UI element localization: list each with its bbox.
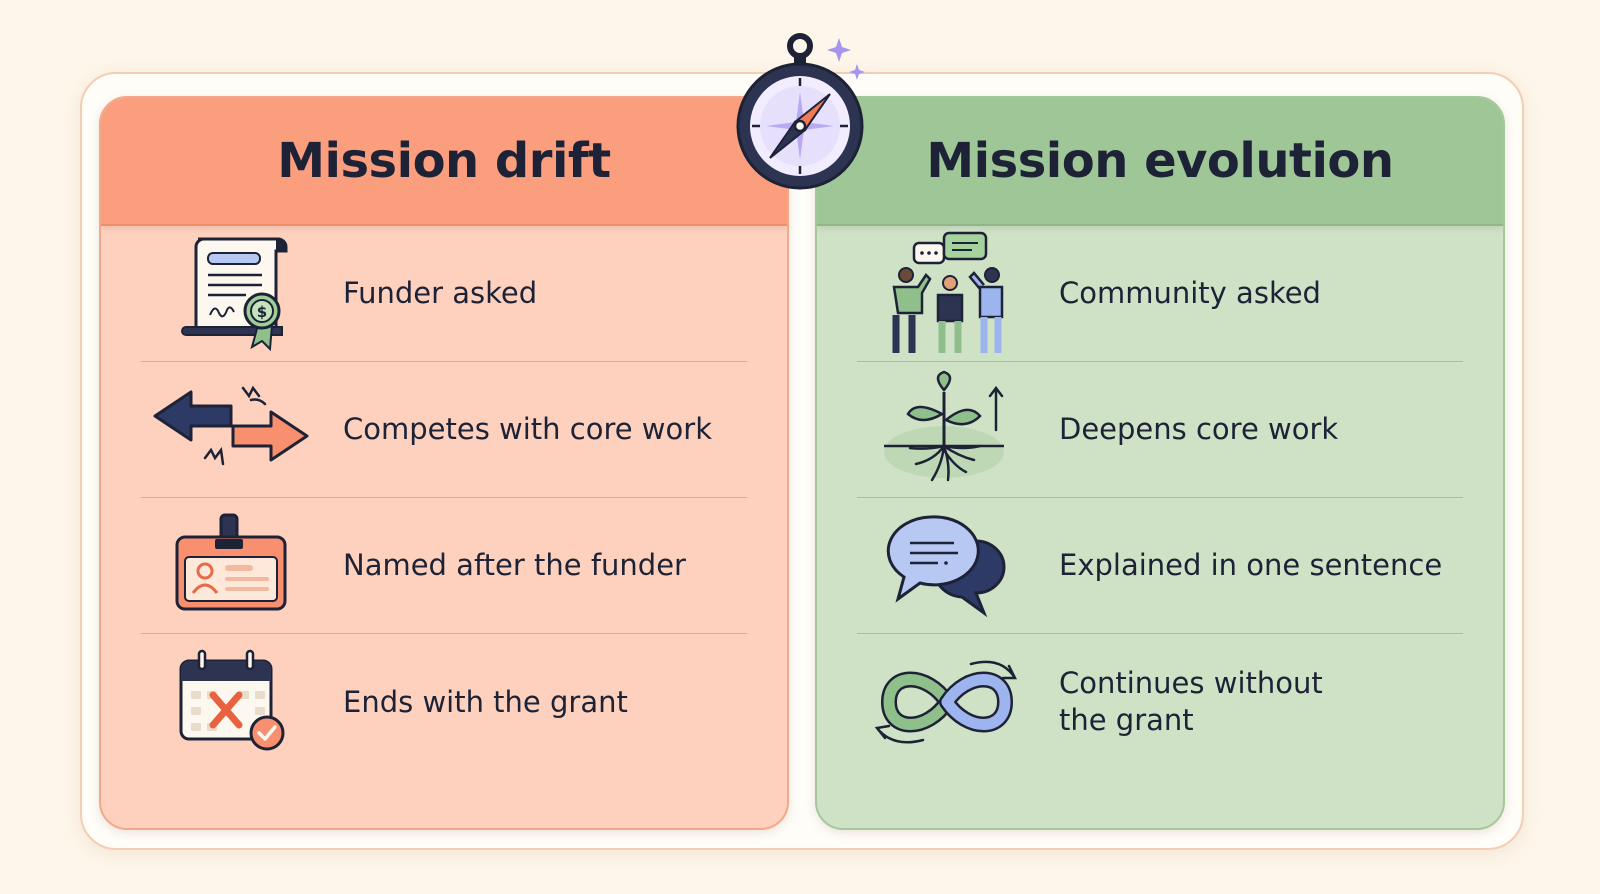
compass-icon [735, 30, 865, 190]
item-label: Competes with core work [343, 412, 712, 446]
list-item: Ends with the grant [141, 634, 747, 770]
item-label: Continues without the grant [1059, 666, 1323, 737]
mission-drift-panel: Mission drift $ Fund [99, 96, 789, 830]
mission-evolution-list: Community asked Deepens core work [857, 226, 1463, 828]
item-label: Funder asked [343, 276, 538, 310]
infinity-loop-icon [857, 637, 1037, 767]
calendar-cancel-icon [141, 637, 321, 767]
mission-evolution-panel: Mission evolution [815, 96, 1505, 830]
certificate-icon: $ [141, 229, 321, 359]
svg-text:$: $ [257, 303, 267, 321]
list-item: Deepens core work [857, 362, 1463, 498]
conflicting-arrows-icon [141, 365, 321, 495]
item-label: Ends with the grant [343, 684, 628, 719]
list-item: $ Funder asked [141, 226, 747, 362]
mission-drift-title: Mission drift [277, 133, 611, 189]
rooted-sprout-icon [857, 365, 1037, 495]
list-item: Continues without the grant [857, 634, 1463, 770]
item-label: Deepens core work [1059, 412, 1339, 446]
list-item: Explained in one sentence [857, 498, 1463, 634]
id-badge-icon [141, 501, 321, 631]
item-label: Named after the funder [343, 548, 686, 582]
list-item: Named after the funder [141, 498, 747, 634]
list-item: Community asked [857, 226, 1463, 362]
mission-evolution-title: Mission evolution [926, 133, 1394, 189]
item-label: Community asked [1059, 276, 1321, 310]
mission-drift-header: Mission drift [101, 98, 787, 226]
item-label: Explained in one sentence [1059, 548, 1443, 582]
list-item: Competes with core work [141, 362, 747, 498]
speech-bubbles-icon [857, 501, 1037, 631]
community-people-icon [857, 229, 1037, 359]
mission-drift-list: $ Funder asked Competes with core work [141, 226, 747, 828]
mission-evolution-header: Mission evolution [817, 98, 1503, 226]
